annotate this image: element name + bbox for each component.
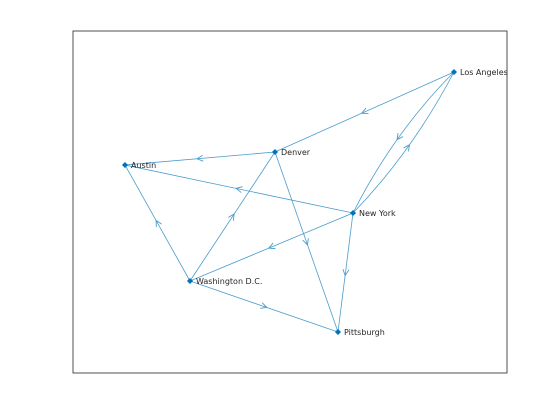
- edge-dc-to-pitt: [189, 280, 339, 333]
- edge-dc-to-denver-arrow: [228, 213, 235, 221]
- edge-ny-to-austin: [124, 164, 354, 214]
- edge-ny-to-pitt: [337, 212, 354, 333]
- node-la-label: Los Angeles: [460, 68, 508, 77]
- node-pitt-marker: [334, 328, 342, 336]
- edges-layer: [124, 71, 455, 333]
- edge-la-to-denver: [274, 71, 455, 153]
- edge-denver-to-pitt-arrow: [302, 238, 309, 246]
- node-pitt-label: Pittsburgh: [344, 328, 385, 337]
- edge-dc-to-denver: [189, 151, 276, 282]
- node-dc-marker: [186, 277, 194, 285]
- edge-la-to-ny: [352, 71, 455, 214]
- node-ny-marker: [349, 209, 357, 217]
- edge-ny-to-austin-arrow: [235, 186, 243, 193]
- node-austin-label: Austin: [131, 161, 156, 170]
- edge-denver-to-austin: [124, 151, 276, 166]
- edge-denver-to-pitt: [274, 151, 339, 333]
- axes-box: [72, 30, 508, 374]
- edge-la-to-ny-arrow: [396, 132, 404, 141]
- edge-dc-to-pitt-arrow: [260, 302, 268, 309]
- node-ny-label: New York: [359, 209, 396, 218]
- node-denver-marker: [271, 148, 279, 156]
- edge-ny-to-dc-arrow: [267, 242, 276, 250]
- edge-ny-to-la-arrow: [403, 143, 411, 152]
- edge-dc-to-austin: [124, 164, 191, 282]
- node-dc-label: Washington D.C.: [196, 277, 262, 286]
- edge-ny-to-dc: [189, 212, 354, 282]
- edge-la-to-denver-arrow: [360, 107, 369, 114]
- edge-ny-to-pitt-arrow: [342, 268, 350, 277]
- edge-denver-to-austin-arrow: [196, 154, 204, 162]
- node-austin-marker: [121, 161, 129, 169]
- node-la-marker: [450, 68, 458, 76]
- edge-ny-to-la: [352, 71, 455, 214]
- edge-dc-to-austin-arrow: [155, 219, 162, 228]
- node-denver-label: Denver: [281, 148, 311, 157]
